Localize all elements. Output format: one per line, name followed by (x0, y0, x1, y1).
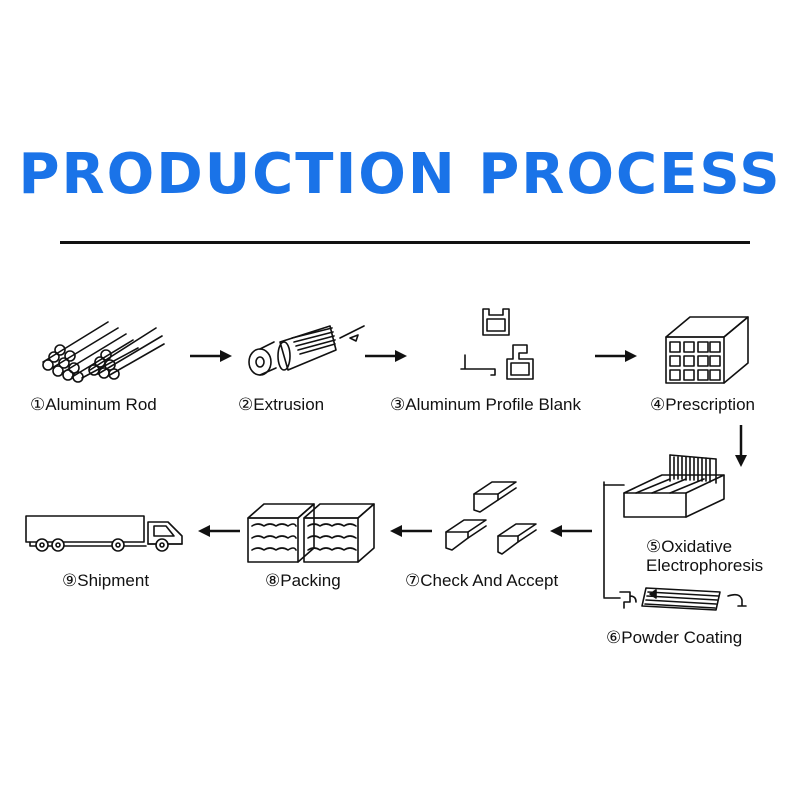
step-2-label: ②Extrusion (238, 395, 325, 414)
arrow-left-icon (198, 524, 240, 538)
step-packing (244, 500, 382, 565)
arrow-right-icon (190, 349, 232, 363)
page-title: PRODUCTION PROCESS (18, 142, 782, 207)
profile-blank-icon (460, 308, 534, 380)
step-extrusion (240, 318, 370, 380)
extrusion-press-icon (248, 325, 365, 376)
step-prescription (660, 315, 752, 387)
step-oxidative-electrophoresis (600, 445, 735, 598)
powder-coating-icon (603, 587, 747, 611)
step-8-label: ⑧Packing (265, 571, 341, 590)
step-powder-coating (600, 580, 760, 620)
step-5-label-line-2: Electrophoresis (646, 556, 764, 575)
profile-stack-icon (665, 316, 749, 384)
step-4-label: ④Prescription (650, 395, 755, 414)
step-3-label: ③Aluminum Profile Blank (390, 395, 581, 414)
step-6-label: ⑥Powder Coating (606, 628, 743, 647)
step-aluminum-rod (38, 310, 168, 385)
step-1-label: ①Aluminum Rod (30, 395, 157, 414)
step-check-and-accept (440, 478, 550, 560)
arrow-right-icon (595, 349, 637, 363)
arrow-left-icon (390, 524, 432, 538)
step-5-label: ⑤Oxidative (646, 537, 733, 556)
arrow-right-icon (365, 349, 407, 363)
aluminum-rod-bundle-icon (42, 321, 165, 383)
electrophoresis-tank-icon (603, 454, 725, 598)
arrow-left-icon (550, 524, 592, 538)
profiles-inspection-icon (445, 481, 537, 555)
packed-bundles-icon (247, 503, 375, 563)
title-underline (60, 241, 750, 244)
truck-icon (25, 515, 183, 552)
arrow-down-icon (734, 425, 748, 467)
step-7-label: ⑦Check And Accept (405, 571, 559, 590)
step-9-label: ⑨Shipment (62, 571, 150, 590)
step-aluminum-profile-blank (455, 305, 550, 385)
step-shipment (22, 508, 187, 553)
